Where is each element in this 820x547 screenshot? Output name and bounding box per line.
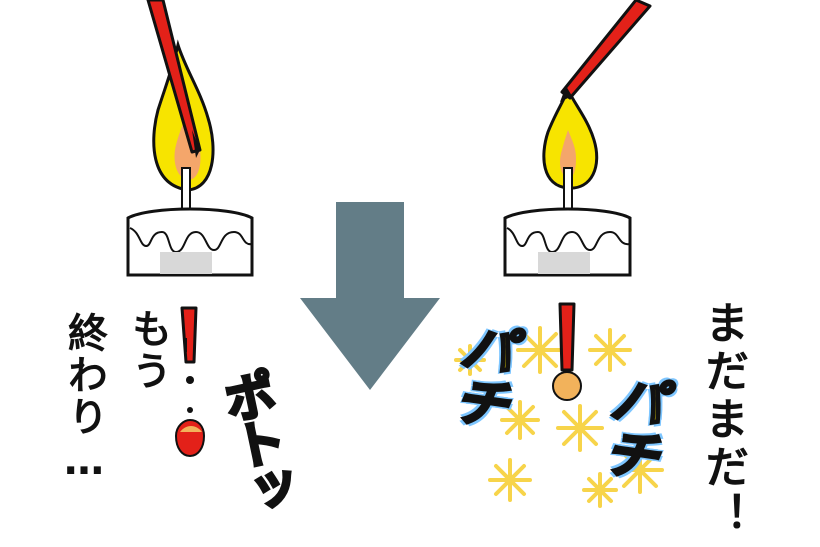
left-sparkler-stick-tip <box>192 130 200 158</box>
sfx-pachi-left: パチ <box>439 315 519 434</box>
left-sparkler-stub <box>180 306 198 364</box>
right-candle <box>503 86 632 277</box>
right-sparkling-sparkler <box>454 302 664 508</box>
right-candle-drips <box>506 227 631 254</box>
falling-drop-2 <box>187 407 193 413</box>
text-owari: 終わり… <box>61 312 107 486</box>
right-sparkler-stick-tip <box>560 86 572 102</box>
text-mou: もう <box>125 308 171 392</box>
right-candle-shadow <box>538 252 590 274</box>
left-candle-shadow <box>160 252 212 274</box>
left-candle-drips <box>129 227 253 254</box>
right-sparkler-stub <box>558 302 576 372</box>
left-dropped-sparkler <box>174 306 206 458</box>
falling-drop-1 <box>186 376 194 384</box>
left-candle <box>126 39 254 277</box>
text-madamada: まだまだ！ <box>697 300 748 540</box>
right-candle-body <box>503 207 632 277</box>
right-candle-flame-core <box>560 130 576 178</box>
down-arrow <box>300 202 440 390</box>
left-candle-body <box>126 207 254 277</box>
right-sparkler-stick <box>560 0 652 100</box>
spark-bursts <box>454 326 664 508</box>
glowing-ember <box>552 371 582 401</box>
dropped-bead <box>174 418 206 458</box>
sfx-pachi-right: パチ <box>589 367 669 486</box>
